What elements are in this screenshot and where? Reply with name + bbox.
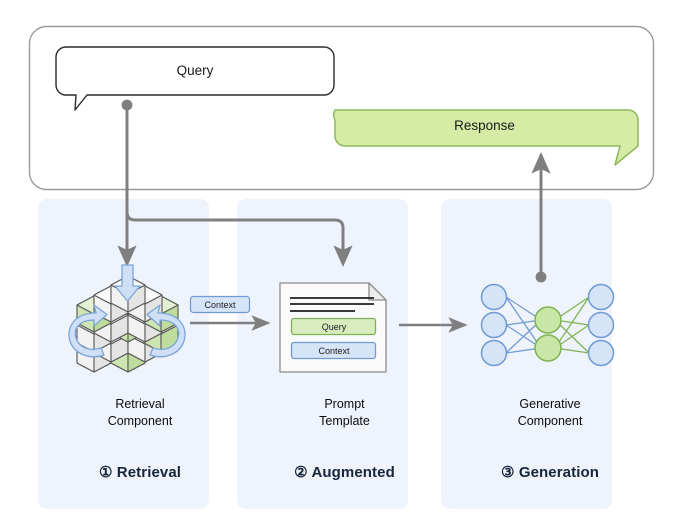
document-query-chip [290,317,377,336]
stage-2-label: Augmented [311,464,395,481]
stage-3-number: ③ [500,464,515,481]
context-tag-label: Context [204,300,236,310]
document-icon [279,282,387,373]
document-text-lines [290,297,374,312]
document-context-chip [290,341,377,360]
query-bubble [55,46,335,111]
stage-2-number: ② [294,464,308,481]
prompt-template-line1: Prompt [324,397,365,411]
generative-component-line1: Generative [519,397,581,411]
document-query-chip-label: Query [321,322,347,332]
response-connector [531,151,551,283]
stage-1-number: ① [98,464,113,481]
context-tag [189,295,251,314]
response-bubble-label: Response [454,118,515,133]
nn-output-nodes [587,283,615,367]
nn-hidden-nodes [534,306,562,362]
cube-grid-icon [68,264,186,373]
document-context-chip-label: Context [318,346,350,356]
neural-network-icon [480,283,615,367]
panel-generation [441,199,612,509]
stage-3-label: Generation [518,464,600,481]
prompt-template-line2: Template [319,414,370,428]
stage-3-caption: ③ Generation [460,463,640,481]
stage-2-caption: ② Augmented [257,463,432,481]
query-connectors [117,99,353,268]
query-bubble-label: Query [176,63,214,78]
stage-1-label: Retrieval [116,464,182,481]
response-bubble [332,109,639,166]
retrieval-component-line2: Component [107,414,173,428]
generative-component-line2: Component [517,414,583,428]
stage-1-caption: ① Retrieval [50,463,230,481]
nn-input-nodes [480,283,508,367]
retrieval-component-line1: Retrieval [115,397,165,411]
cube-input-arrow [114,264,141,302]
cube-recirculation-arrows [68,304,186,358]
